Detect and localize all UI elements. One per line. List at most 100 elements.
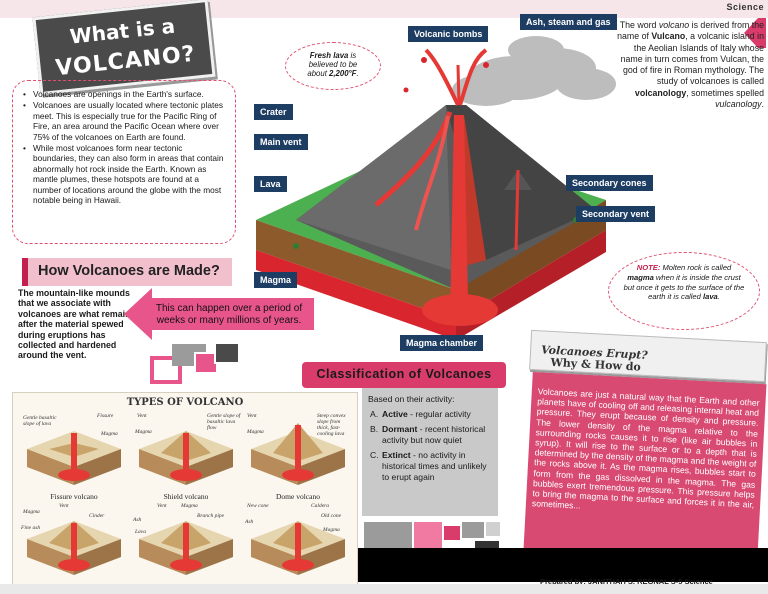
decor-square [364,522,412,550]
fresh-lava-l1: Fresh lava [309,51,349,60]
etym-p5: . [761,99,764,110]
volcano-type-caption: Shield volcano [163,492,209,501]
fresh-lava-l5: . [356,69,359,79]
how-heading: How Volcanoes are Made? [38,263,220,279]
fresh-lava-callout: Fresh lava is believed to be about 2,200… [285,42,381,90]
note-end: . [717,292,720,302]
item-term: Extinct [382,450,411,460]
decor-square [444,526,460,540]
label-crater: Crater [254,104,293,120]
why-body: Volcanoes are just a natural way that th… [523,371,767,563]
label-volcanic-bombs: Volcanic bombs [408,26,489,42]
label-magma: Magma [254,272,298,288]
label-lava: Lava [254,176,287,192]
volcano-diagram [256,36,616,340]
volcano-type-label: Magma [135,429,152,435]
how-heading-banner: How Volcanoes are Made? [22,258,232,286]
volcano-type-label: Fine ash [21,525,41,531]
arrow-shape [124,288,314,340]
etym-p2: is derived from the name of [617,20,764,42]
volcano-type-illustration [251,423,345,485]
volcano-type-label: Steep convex slope from thick, fast-cool… [317,413,346,437]
volcano-type-illustration [27,521,121,575]
item-key: A. [370,409,379,419]
item-term: Active [382,409,408,419]
note-text-1: Molten rock is called [660,263,732,272]
volcano-type-label: Magma [247,429,264,435]
fresh-lava-l4: about [307,69,330,79]
decor-square [486,522,500,536]
item-desc: - no activity in historical times and un… [382,450,487,482]
volcano-type-label: Gentle slope of basaltic lava flow [207,413,241,431]
bottom-strip [0,584,768,594]
ash-cloud [452,36,616,106]
decor-square [214,342,240,364]
types-title: TYPES OF VOLCANO [126,397,244,408]
volcano-type-label: Magma [23,509,40,515]
how-text: The mountain-like mounds that we associa… [18,288,131,361]
item-term: Dormant [382,424,418,434]
fresh-lava-temp: 2,200°F [329,69,357,79]
volcano-type-caption: Fissure volcano [50,492,98,501]
decor-square [414,522,442,550]
black-bar [358,548,768,582]
volcano-type-label: Vent [157,503,167,509]
volcano-type-label: Caldera [311,503,330,509]
volcano-type-label: Gentle basaltic slope of lava [23,415,57,427]
pink-arrow-icon [744,18,766,48]
volcano-type-label: Magma [101,431,118,437]
volcano-type-label: Magma [181,503,198,509]
intro-bullet: Volcanoes are usually located where tect… [23,100,227,142]
volcano-type-label: Ash [245,519,254,525]
etym-volcanology: volcanology [634,87,687,98]
volcano-type-illustration [139,521,233,575]
etym-word: volcano [658,20,690,30]
item-desc: - recent historical activity but now qui… [382,424,486,445]
arrow-note-text: This can happen over a period of weeks o… [155,303,303,326]
intro-list: Volcanoes are openings in the Earth's su… [23,89,227,205]
label-magma-chamber: Magma chamber [400,335,484,351]
volcano-type-label: Vent [59,503,69,509]
etymology-text: The word volcano is derived from the nam… [610,20,764,110]
intro-bullet: Volcanoes are openings in the Earth's su… [23,89,227,100]
volcano-type-label: Vent [247,413,257,419]
volcano-type-label: Ash [133,517,142,523]
fresh-lava-l3: believed to be [308,60,358,70]
volcano-type-illustration [139,431,233,485]
label-secondary-vent: Secondary vent [576,206,656,222]
volcano-type-label: Branch pipe [197,513,225,519]
etym-vulcanology: vulcanology [715,99,762,110]
item-key: C. [370,450,379,460]
arrow-note: This can happen over a period of weeks o… [124,288,314,340]
volcano-type-label: Old cone [321,513,342,519]
fresh-lava-l2: is [348,51,357,60]
label-secondary-cones: Secondary cones [566,175,653,191]
why-heading: Why & How do Volcanoes Erupt? [541,343,648,373]
classification-item: C.Extinct - no activity in historical ti… [368,450,492,483]
classification-box: Based on their activity: A.Active - regu… [362,388,498,516]
classification-heading-banner: Classification of Volcanoes [302,362,506,388]
classification-item: A.Active - regular activity [368,409,492,420]
note-text-2: when it is inside the crust but once it … [623,272,745,302]
volcano-type-label: Cinder [89,513,105,519]
volcano-type-illustration [27,431,121,485]
volcano-type-label: Magma [323,527,340,533]
note-magma: magma [627,272,654,282]
item-key: B. [370,424,379,434]
volcano-type-caption: Dome volcano [276,492,320,501]
note-callout: NOTE: Molten rock is called magma when i… [608,252,760,330]
volcano-type-illustration [251,521,345,575]
intro-bullet: While most volcanoes form near tectonic … [23,143,227,205]
volcano-type-label: Lava [135,529,146,535]
volcano-type-label: Vent [137,413,147,419]
classification-heading: Classification of Volcanoes [316,367,492,381]
volcano-type-label: Fissure [97,413,114,419]
etym-vulcano: Vulcano [651,31,686,42]
credit-line: Prepared by: JANITHAH S. REGNAL S-5 Scie… [540,577,713,586]
